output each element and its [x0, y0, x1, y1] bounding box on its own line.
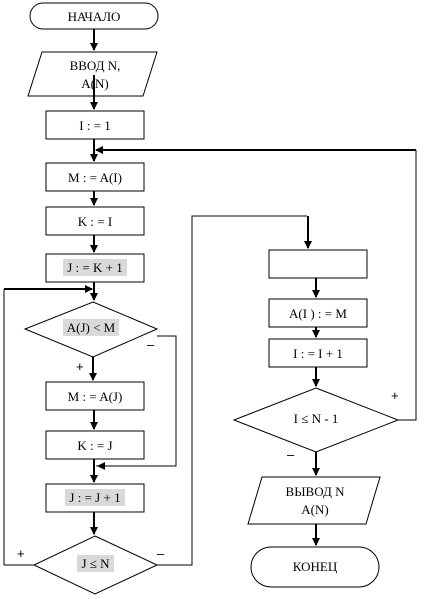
minus-sign-cond-aj: – [147, 337, 155, 352]
a-assign-label: A(I ) : = M [289, 306, 347, 321]
empty-box [268, 249, 368, 279]
end-terminal [250, 546, 380, 588]
end-label: КОНЕЦ [292, 559, 338, 574]
m-assign-box [45, 162, 145, 192]
line-cond-i-plus [398, 150, 417, 421]
cond-i-le-n1-label: I ≤ N - 1 [293, 411, 339, 426]
plus-sign-cond-aj: + [76, 359, 84, 374]
input-parallelogram [27, 51, 158, 97]
cond-j-le-n-text: J ≤ N [77, 555, 114, 572]
start-label: НАЧАЛО [67, 9, 121, 24]
j-init-label: J : = K + 1 [46, 259, 144, 276]
j-init-text: J : = K + 1 [63, 259, 127, 276]
k-assign-box [45, 206, 145, 236]
j-increment-text: J : = J + 1 [65, 489, 125, 506]
i-init-label: I : = 1 [79, 118, 111, 133]
line-cond-j-minus [157, 215, 307, 566]
input-label-line1: ВВОД N, [69, 58, 121, 73]
cond-aj-lt-m-label: A(J) < M [25, 319, 157, 336]
k-assign-label: K : = I [77, 214, 113, 229]
i-init-box [45, 110, 145, 140]
a-assign-box [268, 298, 368, 328]
m-assign-aj-box [45, 381, 145, 411]
plus-sign-cond-j: + [17, 546, 25, 561]
i-increment-box [268, 338, 368, 368]
minus-sign-cond-i: – [287, 447, 295, 462]
m-assign-label: M : = A(I) [68, 170, 122, 185]
output-label-line2: A(N) [301, 502, 329, 517]
k-assign-j-label: K : = J [77, 438, 113, 453]
cond-j-le-n-label: J ≤ N [34, 555, 157, 572]
plus-sign-cond-i: + [391, 388, 399, 403]
line-cond-minus-merge [96, 335, 177, 467]
i-increment-label: I : = I + 1 [293, 346, 343, 361]
m-assign-aj-label: M : = A(J) [67, 389, 123, 404]
line-loop-j-back [3, 289, 34, 566]
minus-sign-cond-j: – [157, 546, 165, 561]
input-label-line2: A(N) [81, 76, 109, 91]
output-parallelogram [247, 476, 381, 525]
output-label-line1: ВЫВОД N [285, 484, 345, 499]
j-increment-label: J : = J + 1 [46, 489, 144, 506]
cond-aj-lt-m-text: A(J) < M [62, 319, 120, 336]
